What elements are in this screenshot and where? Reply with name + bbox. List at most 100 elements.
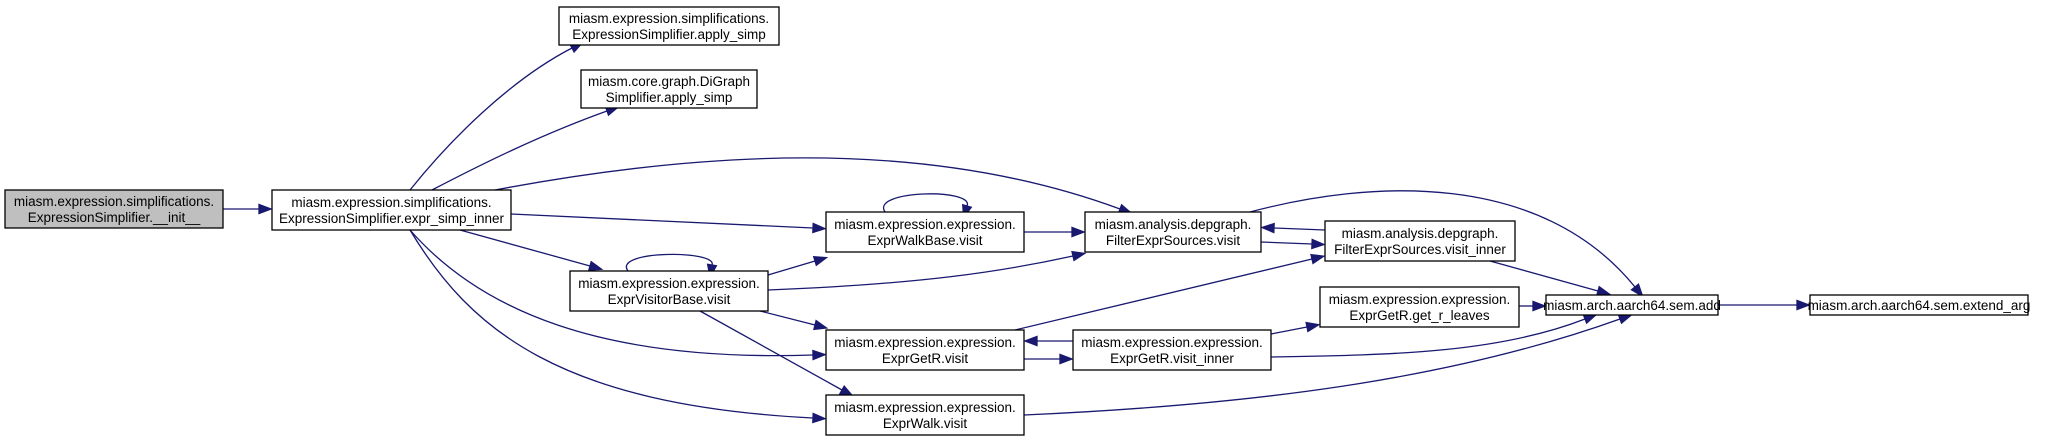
edge-expr_simp_inner-to-visitor_base_visit [459, 229, 604, 272]
node-label: miasm.analysis.depgraph. [1342, 226, 1499, 241]
edge-expr_simp_inner-to-digraph_apply_simp [431, 106, 621, 191]
edge-visitor_base_visit-to-walk_base_visit [767, 255, 829, 276]
node-box [580, 69, 758, 109]
node-label: miasm.expression.expression. [1081, 335, 1263, 350]
node-walk-base-visit[interactable]: miasm.expression.expression.ExprWalkBase… [825, 211, 1025, 253]
node-label: ExprGetR.visit [882, 351, 969, 366]
edge-getr_visit_inner-to-getr_visit [1023, 335, 1073, 347]
node-box [825, 329, 1025, 371]
node-label: ExprGetR.get_r_leaves [1349, 308, 1490, 323]
node-filter-visit[interactable]: miasm.analysis.depgraph.FilterExprSource… [1084, 211, 1262, 253]
edge-getr_visit-to-getr_visit_inner [1024, 353, 1074, 365]
node-box [271, 189, 512, 231]
arrowhead [1305, 321, 1321, 333]
node-box [1809, 294, 2029, 316]
arrowhead [1260, 222, 1275, 234]
node-label: miasm.analysis.depgraph. [1095, 217, 1252, 232]
node-box [1084, 211, 1262, 253]
node-label: ExprVisitorBase.visit [608, 292, 731, 307]
edge-expr_simp_inner-to-apply_simp [409, 41, 585, 191]
node-box [4, 189, 224, 229]
node-label: FilterExprSources.visit_inner [1334, 242, 1506, 257]
node-label: miasm.expression.expression. [834, 335, 1016, 350]
arrowhead [1023, 335, 1038, 347]
node-label: ExpressionSimplifier.apply_simp [572, 27, 766, 42]
node-digraph-apply-simp[interactable]: miasm.core.graph.DiGraphSimplifier.apply… [580, 69, 758, 109]
edge-filter_visit_inner-to-filter_visit [1260, 222, 1326, 234]
node-filter-visit-inner[interactable]: miasm.analysis.depgraph.FilterExprSource… [1324, 220, 1516, 262]
node-getr-visit-inner[interactable]: miasm.expression.expression.ExprGetR.vis… [1072, 329, 1272, 371]
arrowhead [1071, 250, 1087, 262]
node-getr-visit[interactable]: miasm.expression.expression.ExprGetR.vis… [825, 329, 1025, 371]
node-box [825, 394, 1025, 436]
node-apply-simp[interactable]: miasm.expression.simplifications.Express… [558, 6, 780, 46]
node-label: miasm.expression.expression. [834, 400, 1016, 415]
node-label: ExprGetR.visit_inner [1110, 351, 1234, 366]
arrowhead [1630, 283, 1644, 298]
arrowhead [813, 319, 829, 331]
edge-getr_visit-to-filter_visit_inner [1014, 253, 1326, 331]
call-graph-nodes: miasm.expression.simplifications.Express… [4, 6, 2031, 436]
node-extend-arg[interactable]: miasm.arch.aarch64.sem.extend_arg [1808, 294, 2031, 316]
node-label: ExpressionSimplifier.expr_simp_inner [279, 211, 505, 226]
edge-getr_visit_inner-to-get_r_leaves [1270, 321, 1321, 335]
arrowhead [812, 412, 827, 424]
edge-walk_base_visit-to-filter_visit [1024, 226, 1086, 238]
arrowhead [1310, 253, 1326, 265]
node-init[interactable]: miasm.expression.simplifications.Express… [4, 189, 224, 229]
edge-visitor_base_visit-to-getr_visit [759, 310, 829, 331]
edge-filter_visit-to-filter_visit_inner [1260, 238, 1326, 250]
node-get-r-leaves[interactable]: miasm.expression.expression.ExprGetR.get… [1319, 286, 1520, 328]
edge-expr_simp_inner-to-getr_visit [409, 229, 827, 361]
node-label: miasm.expression.simplifications. [14, 194, 214, 209]
arrowhead [1071, 226, 1086, 238]
node-sem-add[interactable]: miasm.arch.aarch64.sem.add [1543, 294, 1721, 316]
arrowhead [258, 203, 273, 215]
node-label: miasm.expression.expression. [1329, 292, 1511, 307]
node-label: miasm.arch.aarch64.sem.add [1543, 298, 1721, 313]
arrowhead [1532, 300, 1547, 312]
edge-visitor_base_visit-to-filter_visit [767, 250, 1087, 291]
node-box [569, 270, 769, 312]
arrowhead [812, 255, 829, 267]
edge-filter_visit-to-sem_add [1249, 190, 1644, 298]
edge-expr_simp_inner-to-walk_base_visit [510, 213, 827, 234]
node-walk-visit[interactable]: miasm.expression.expression.ExprWalk.vis… [825, 394, 1025, 436]
node-label: ExprWalk.visit [883, 416, 968, 431]
arrowhead [838, 384, 855, 397]
arrowhead [1582, 314, 1598, 325]
node-expr-simp-inner[interactable]: miasm.expression.simplifications.Express… [271, 189, 512, 231]
edge-expr_simp_inner-to-walk_visit [409, 229, 827, 424]
node-box [1545, 294, 1719, 316]
node-box [558, 6, 780, 46]
arrowhead [812, 222, 827, 234]
arrowhead [812, 349, 827, 361]
arrowhead [587, 260, 604, 272]
node-label: ExpressionSimplifier.__init__ [28, 210, 201, 225]
node-visitor-base-visit[interactable]: miasm.expression.expression.ExprVisitorB… [569, 270, 769, 312]
edge-expr_simp_inner-to-filter_visit [494, 157, 1134, 214]
arrowhead [1617, 314, 1634, 325]
node-label: miasm.expression.simplifications. [569, 11, 769, 26]
node-label: Simplifier.apply_simp [606, 90, 733, 105]
edge-init-to-expr_simp_inner [223, 203, 273, 215]
arrowhead [1796, 299, 1811, 311]
node-label: miasm.expression.expression. [578, 276, 760, 291]
edge-sem_add-to-extend_arg [1718, 299, 1811, 311]
node-label: miasm.expression.simplifications. [291, 195, 491, 210]
call-graph-edges [223, 41, 1811, 424]
node-box [1324, 220, 1516, 262]
node-label: FilterExprSources.visit [1106, 233, 1241, 248]
node-label: ExprWalkBase.visit [867, 233, 982, 248]
edge-get_r_leaves-to-sem_add [1519, 300, 1547, 312]
node-label: miasm.expression.expression. [834, 217, 1016, 232]
arrowhead [1595, 285, 1612, 297]
node-box [1072, 329, 1272, 371]
node-box [1319, 286, 1520, 328]
node-label: miasm.core.graph.DiGraph [588, 74, 750, 89]
arrowhead [1059, 353, 1074, 365]
node-label: miasm.arch.aarch64.sem.extend_arg [1808, 298, 2031, 313]
node-box [825, 211, 1025, 253]
arrowhead [1311, 238, 1326, 250]
